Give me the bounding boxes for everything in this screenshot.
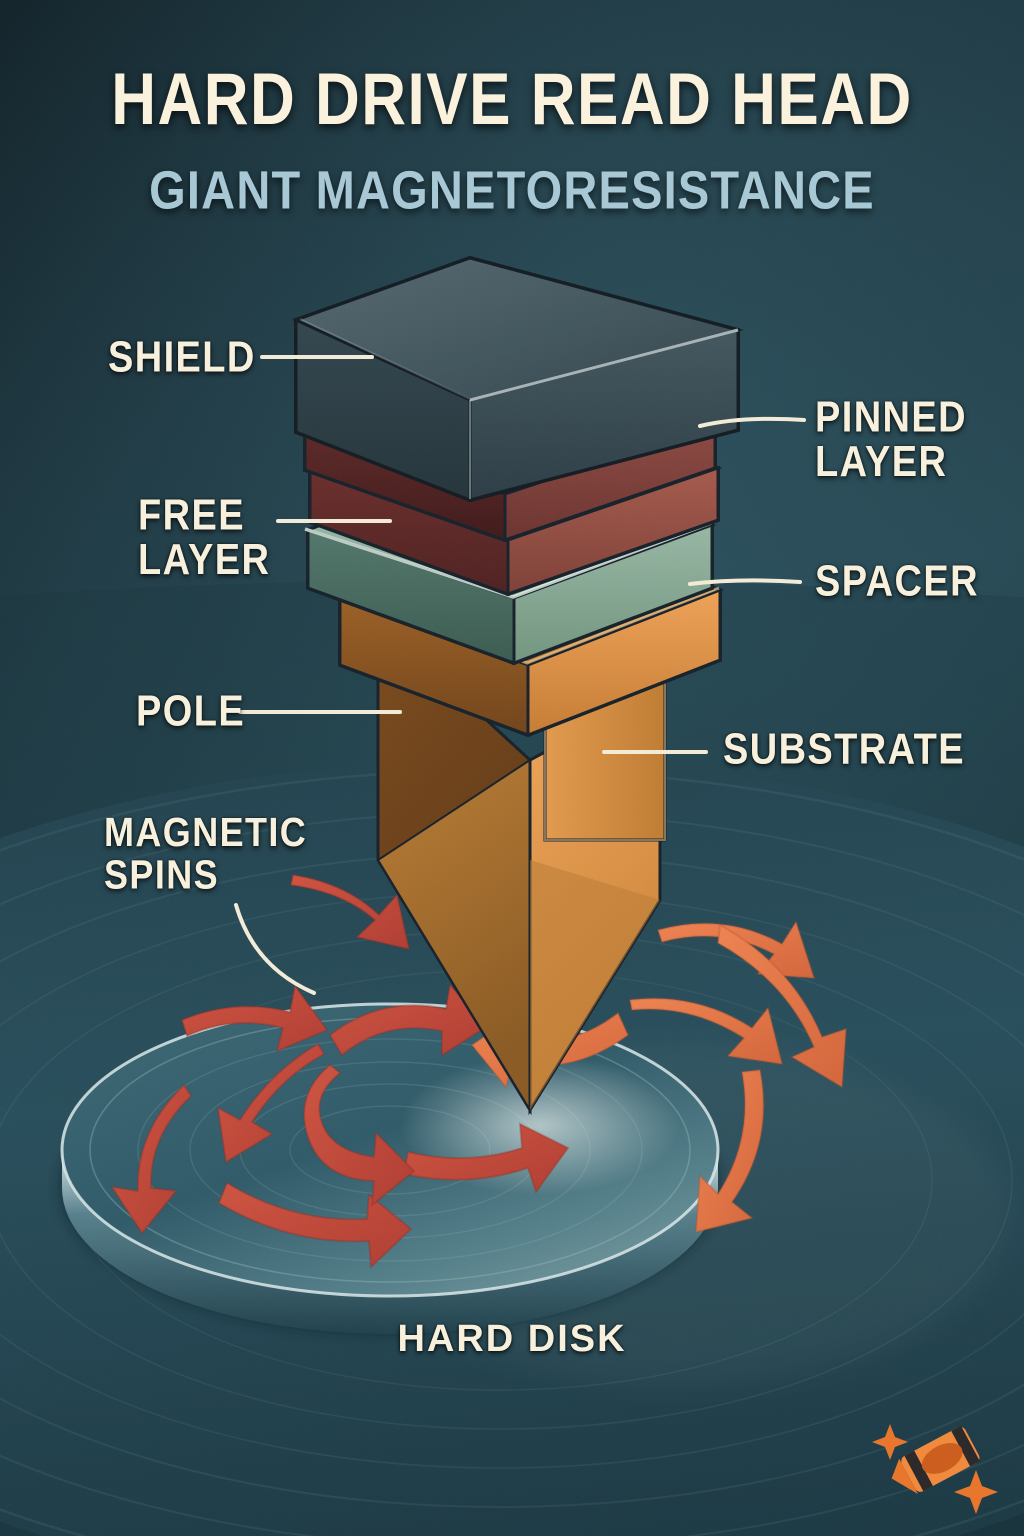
label-substrate: SUBSTRATE	[723, 725, 966, 774]
label-pole: POLE	[136, 687, 246, 736]
label-magnetic-spins: MAGNETIC SPINS	[104, 808, 308, 898]
label-hard-disk: HARD DISK	[397, 1318, 627, 1360]
page-title: HARD DRIVE READ HEAD	[111, 59, 913, 141]
label-spacer: SPACER	[815, 557, 979, 606]
label-shield: SHIELD	[108, 333, 256, 382]
page-subtitle: GIANT MAGNETORESISTANCE	[149, 159, 875, 221]
crayon-logo-icon	[872, 1424, 998, 1514]
label-pinned-layer: PINNED LAYER	[815, 393, 967, 486]
label-free-layer: FREE LAYER	[138, 491, 271, 584]
